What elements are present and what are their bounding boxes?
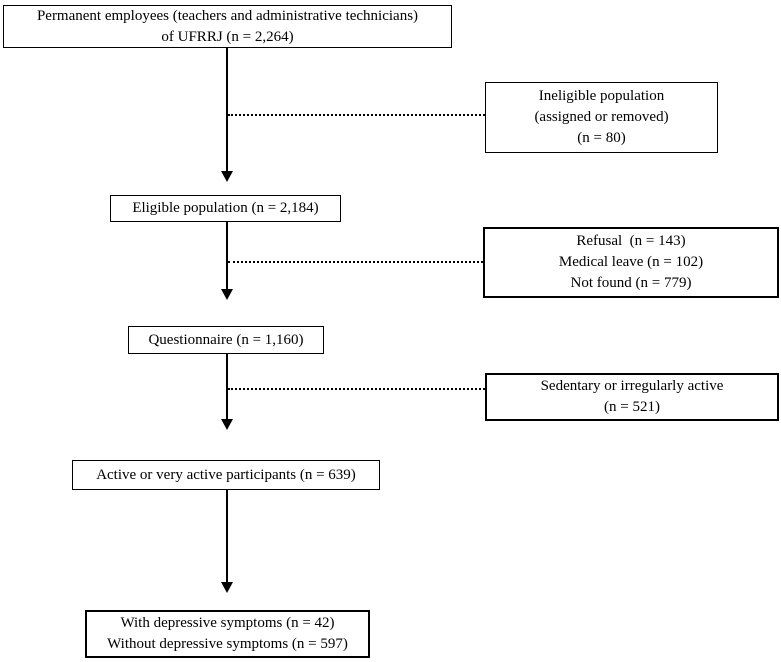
box-permanent-employees: Permanent employees (teachers and admini… (3, 5, 452, 48)
box-depressive-symptoms-outcome: With depressive symptoms (n = 42) Withou… (85, 610, 370, 658)
arrow-down-eligible-to-questionnaire (221, 222, 233, 300)
dotted-connector-sedentary (228, 388, 485, 390)
box-eligible-population: Eligible population (n = 2,184) (110, 195, 341, 222)
box-text-line: Sedentary or irregularly active (540, 378, 724, 394)
box-text-line: (n = 80) (577, 130, 626, 146)
box-text-line: Medical leave (n = 102) (558, 254, 704, 270)
box-ineligible-population: Ineligible population (assigned or remov… (485, 82, 718, 153)
box-text-line: of UFRRJ (n = 2,264) (161, 28, 294, 45)
arrowhead-down-icon (221, 289, 233, 300)
box-text-line: Refusal (n = 143) (576, 233, 686, 249)
box-text-line: With depressive symptoms (n = 42) (120, 615, 335, 631)
arrow-shaft (226, 47, 228, 173)
dotted-connector-exclusions (228, 261, 483, 263)
box-text-line: Without depressive symptoms (n = 597) (107, 636, 348, 652)
arrow-shaft (226, 490, 228, 584)
arrow-down-permanent-to-eligible (221, 47, 233, 182)
box-active-participants: Active or very active participants (n = … (72, 460, 380, 490)
arrow-down-questionnaire-to-active (221, 354, 233, 430)
arrowhead-down-icon (221, 171, 233, 182)
arrowhead-down-icon (221, 419, 233, 430)
box-questionnaire: Questionnaire (n = 1,160) (128, 326, 324, 354)
arrow-shaft (226, 354, 228, 421)
box-text-line: Not found (n = 779) (570, 275, 692, 291)
box-text-line: Active or very active participants (n = … (96, 466, 356, 483)
box-text-line: (assigned or removed) (534, 109, 669, 125)
dotted-connector-ineligible (228, 114, 485, 116)
arrow-shaft (226, 222, 228, 291)
box-text-line: Permanent employees (teachers and admini… (36, 7, 419, 24)
arrowhead-down-icon (221, 582, 233, 593)
box-sedentary-irregularly-active: Sedentary or irregularly active (n = 521… (485, 373, 779, 421)
box-text-line: Ineligible population (538, 88, 665, 104)
box-text-line: Questionnaire (n = 1,160) (148, 331, 304, 348)
box-text-line: (n = 521) (604, 399, 660, 415)
arrow-down-active-to-outcome (221, 490, 233, 593)
box-exclusions-refusal-medical-notfound: Refusal (n = 143) Medical leave (n = 102… (483, 227, 779, 298)
box-text-line: Eligible population (n = 2,184) (132, 200, 319, 216)
